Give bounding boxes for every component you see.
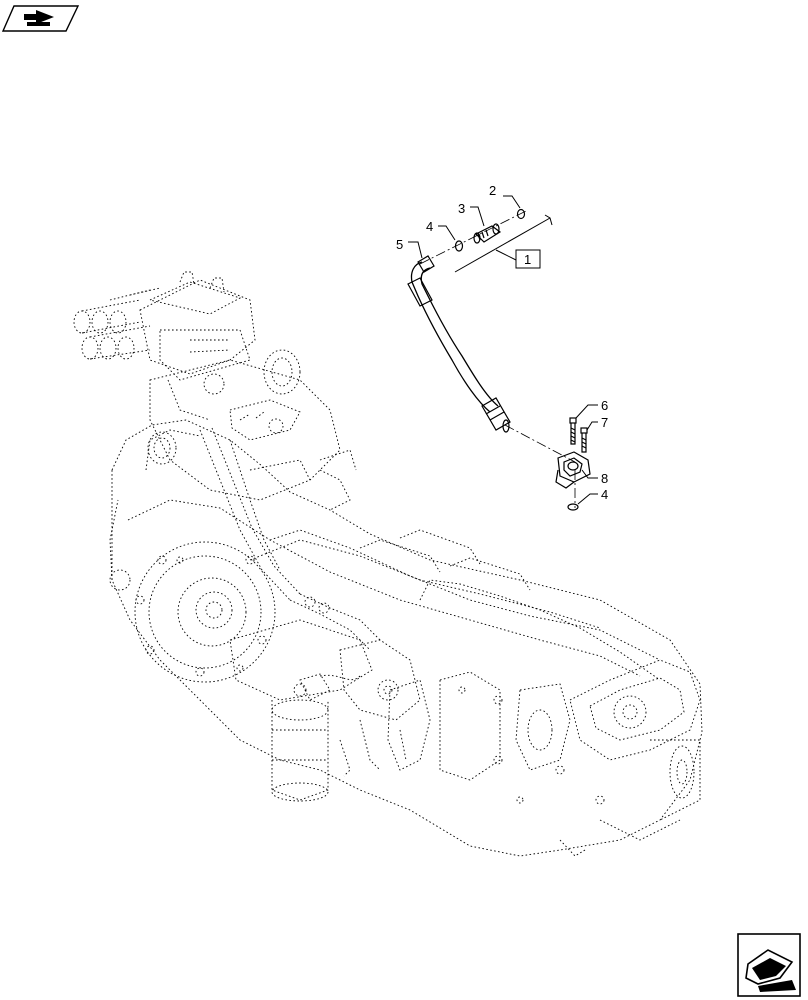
callout-5: 5	[396, 237, 403, 252]
callout-1: 1	[524, 252, 531, 267]
callout-4-lower: 4	[601, 487, 608, 502]
part-5-hose	[407, 241, 511, 433]
page-back-arrow-icon[interactable]	[1, 5, 80, 32]
bell-housing	[134, 541, 276, 683]
part-6-bolt	[569, 404, 598, 445]
callout-7: 7	[601, 415, 608, 430]
control-valve-block	[73, 271, 256, 421]
part-3-adapter	[470, 206, 502, 244]
lift-cover	[147, 349, 357, 511]
page-forward-arrow-icon[interactable]	[737, 933, 801, 997]
callout-3: 3	[458, 201, 465, 216]
part-7-bolt	[580, 421, 598, 453]
part-2-oring	[503, 195, 526, 220]
part-4-oring-lower	[567, 493, 598, 511]
group-bracket-1	[454, 214, 553, 273]
exploded-axis-middle	[504, 424, 576, 463]
filter-assembly	[229, 619, 421, 802]
callout-6: 6	[601, 398, 608, 413]
callout-8: 8	[601, 471, 608, 486]
callout-4-upper: 4	[426, 219, 433, 234]
transmission-housing	[109, 419, 703, 857]
part-4-oring-upper	[438, 225, 464, 252]
callout-2: 2	[489, 183, 496, 198]
side-pipes	[199, 427, 381, 651]
part-8-clamp	[555, 451, 598, 489]
